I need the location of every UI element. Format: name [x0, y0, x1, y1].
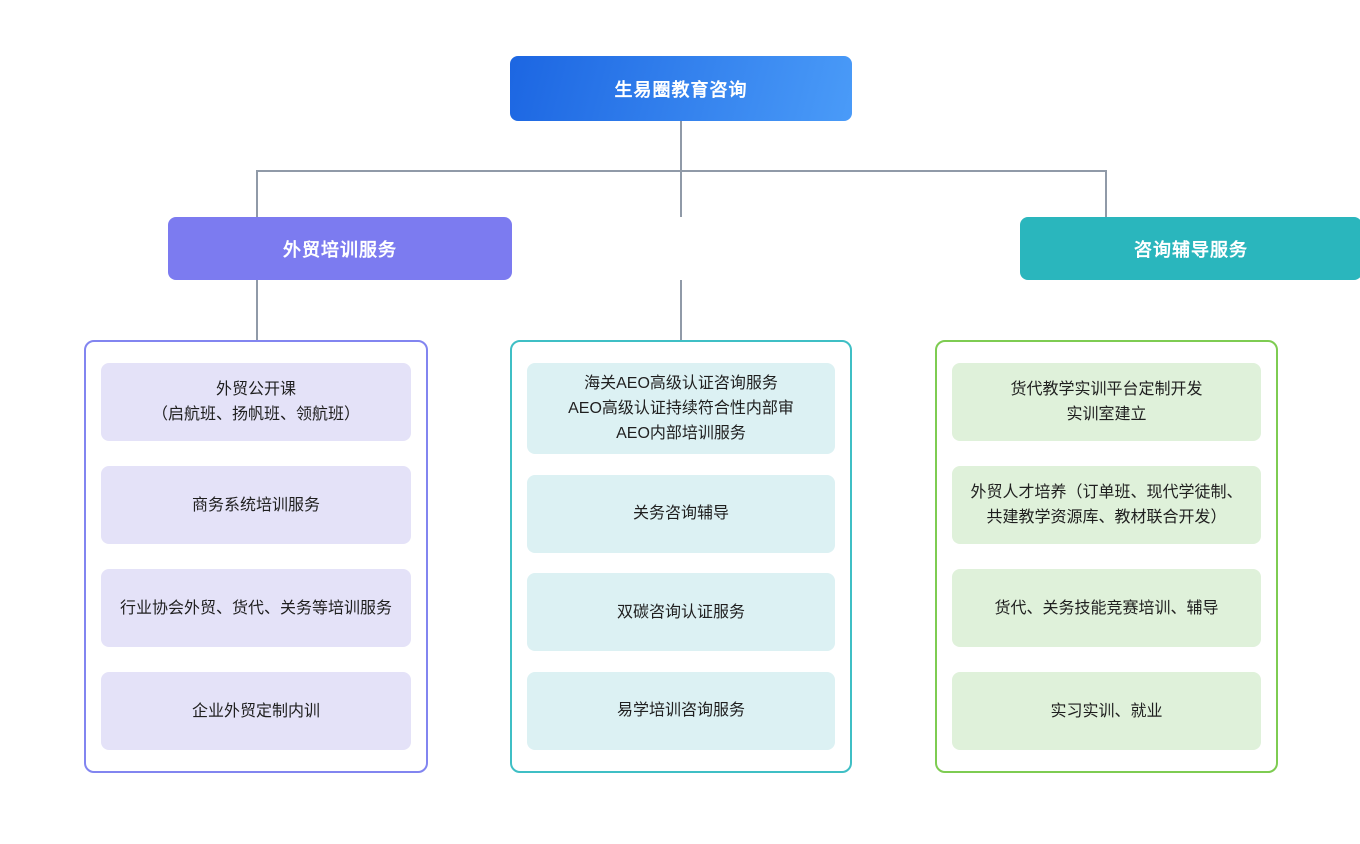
branch-container-school-enterprise: 货代教学实训平台定制开发 实训室建立 外贸人才培养（订单班、现代学徒制、共建教学… [935, 340, 1278, 773]
branch-header-consulting: 咨询辅导服务 [1020, 217, 1360, 280]
connector-drop-left [256, 170, 258, 217]
branch-header-label: 外贸培训服务 [283, 239, 397, 260]
connector-branch-consulting [680, 280, 682, 340]
branch-school-enterprise: 校企合作服务 货代教学实训平台定制开发 实训室建立 外贸人才培养（订单班、现代学… [935, 0, 1278, 844]
service-item: 企业外贸定制内训 [101, 672, 411, 750]
service-item: 行业协会外贸、货代、关务等培训服务 [101, 569, 411, 647]
service-item: 货代、关务技能竞赛培训、辅导 [952, 569, 1261, 647]
connector-drop-right [1105, 170, 1107, 217]
connector-root-stem [680, 121, 682, 170]
service-item: 海关AEO高级认证咨询服务 AEO高级认证持续符合性内部审 AEO内部培训服务 [527, 363, 835, 454]
service-item: 关务咨询辅导 [527, 474, 835, 553]
root-node: 生易圈教育咨询 [510, 56, 852, 121]
service-item: 商务系统培训服务 [101, 466, 411, 544]
branch-trade-training: 外贸培训服务 外贸公开课 （启航班、扬帆班、领航班） 商务系统培训服务 行业协会… [84, 0, 512, 844]
service-item: 外贸公开课 （启航班、扬帆班、领航班） [101, 363, 411, 441]
root-node-label: 生易圈教育咨询 [614, 79, 748, 100]
connector-drop-center [680, 170, 682, 217]
branch-header-trade-training: 外贸培训服务 [168, 217, 512, 280]
service-item: 双碳咨询认证服务 [527, 573, 835, 652]
service-item: 货代教学实训平台定制开发 实训室建立 [952, 363, 1261, 441]
connector-branch-trade-training [256, 280, 258, 340]
service-item: 易学培训咨询服务 [527, 671, 835, 750]
branch-container-trade-training: 外贸公开课 （启航班、扬帆班、领航班） 商务系统培训服务 行业协会外贸、货代、关… [84, 340, 428, 773]
service-item: 实习实训、就业 [952, 672, 1261, 750]
branch-consulting: 咨询辅导服务 海关AEO高级认证咨询服务 AEO高级认证持续符合性内部审 AEO… [510, 0, 1360, 844]
branch-header-label: 咨询辅导服务 [1134, 239, 1248, 260]
branch-container-consulting: 海关AEO高级认证咨询服务 AEO高级认证持续符合性内部审 AEO内部培训服务 … [510, 340, 852, 773]
service-item: 外贸人才培养（订单班、现代学徒制、共建教学资源库、教材联合开发） [952, 466, 1261, 544]
